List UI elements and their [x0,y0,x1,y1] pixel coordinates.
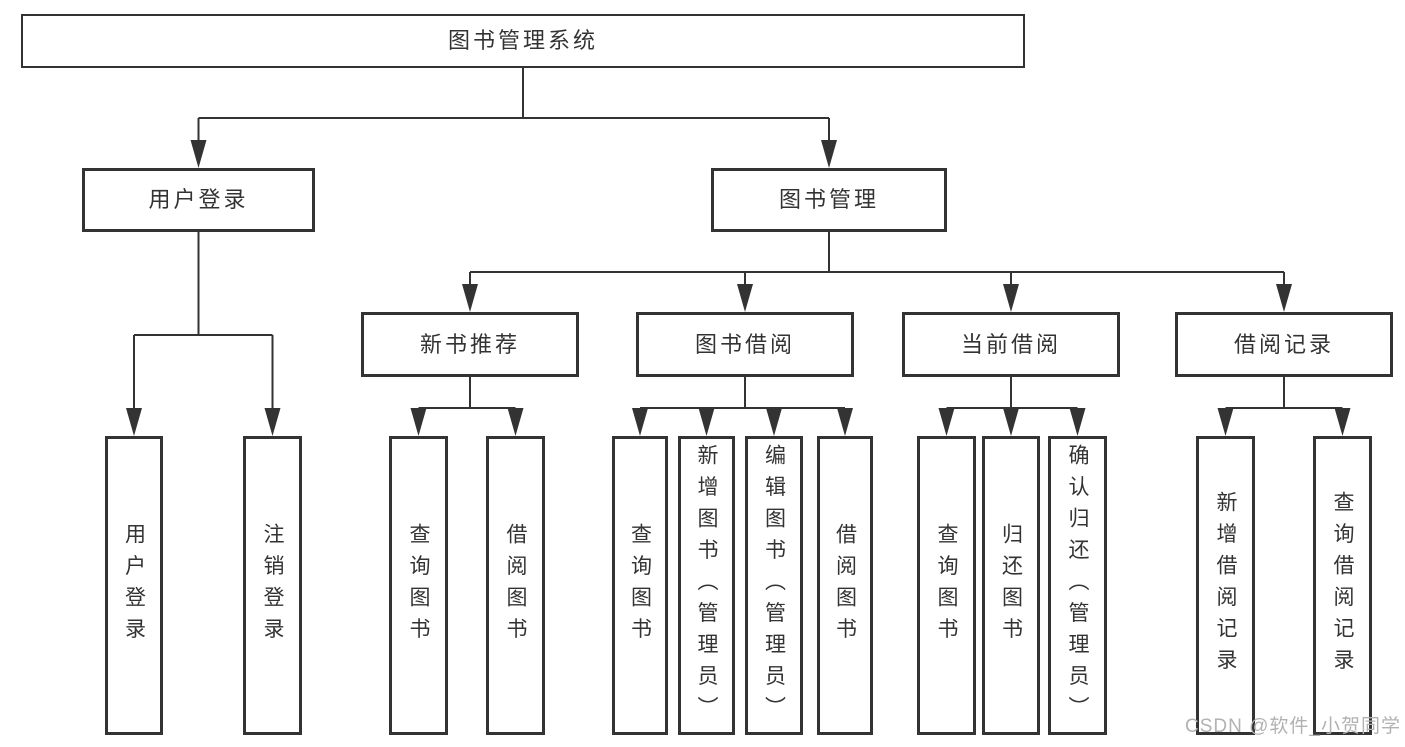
node-leaf-query-record: 查询借阅记录 [1313,436,1372,735]
node-leaf-user-login: 用户登录 [105,436,163,735]
arrowhead-icon [821,140,837,168]
node-label-book-borrowing: 图书借阅 [694,331,795,357]
node-leaf-query-books-1: 查询图书 [389,436,448,735]
node-label-leaf-borrow-books-2: 借阅图书 [833,522,857,649]
node-label-new-book-recommend: 新书推荐 [419,331,520,357]
arrowhead-icon [1334,408,1351,436]
arrowhead-icon [1003,408,1019,436]
node-label-leaf-user-login: 用户登录 [122,522,146,649]
node-label-leaf-edit-books: 编辑图书（管理员） [762,443,786,728]
node-label-leaf-logout: 注销登录 [261,522,284,649]
arrowhead-icon [632,408,648,436]
node-root: 图书管理系统 [21,14,1025,68]
node-label-leaf-query-books-2: 查询图书 [628,522,652,649]
node-label-leaf-return-books: 归还图书 [999,522,1023,649]
node-leaf-query-books-3: 查询图书 [917,436,976,735]
node-label-book-management: 图书管理 [778,187,879,212]
node-leaf-borrow-books-2: 借阅图书 [817,436,873,735]
node-label-leaf-query-books-3: 查询图书 [935,522,958,649]
node-borrowing-records: 借阅记录 [1175,312,1393,377]
node-new-book-recommend: 新书推荐 [361,312,579,377]
node-leaf-add-books: 新增图书（管理员） [678,436,735,735]
node-leaf-return-books: 归还图书 [982,436,1040,735]
arrowhead-icon [1069,408,1086,436]
node-label-leaf-borrow-books-1: 借阅图书 [504,522,527,649]
node-label-borrowing-records: 借阅记录 [1233,331,1334,357]
node-current-borrowing: 当前借阅 [902,312,1120,377]
node-label-current-borrowing: 当前借阅 [960,331,1061,357]
arrowhead-icon [837,408,853,436]
node-label-leaf-query-record: 查询借阅记录 [1331,491,1354,680]
arrowhead-icon [1217,408,1234,436]
node-book-management: 图书管理 [711,168,947,232]
arrowhead-icon [410,408,427,436]
node-leaf-logout: 注销登录 [243,436,302,735]
node-label-leaf-query-books-1: 查询图书 [407,522,430,649]
node-leaf-borrow-books-1: 借阅图书 [486,436,545,735]
node-leaf-confirm-return: 确认归还（管理员） [1048,436,1107,735]
arrowhead-icon [1003,284,1019,312]
node-leaf-query-books-2: 查询图书 [612,436,668,735]
node-book-borrowing: 图书借阅 [636,312,854,377]
arrowhead-icon [737,284,753,312]
node-user-login-branch: 用户登录 [82,168,315,232]
node-label-leaf-confirm-return: 确认归还（管理员） [1066,443,1089,728]
arrowhead-icon [190,140,207,168]
node-leaf-edit-books: 编辑图书（管理员） [745,436,803,735]
node-label-leaf-add-record: 新增借阅记录 [1214,491,1237,680]
arrowhead-icon [507,408,524,436]
node-leaf-add-record: 新增借阅记录 [1196,436,1255,735]
arrowhead-icon [126,408,142,436]
arrowhead-icon [766,408,782,436]
node-label-root: 图书管理系统 [447,28,598,53]
node-label-leaf-add-books: 新增图书（管理员） [695,443,718,728]
node-label-user-login-branch: 用户登录 [148,187,249,212]
arrowhead-icon [264,408,281,436]
csdn-watermark: CSDN @软件_小贺同学 [1185,716,1401,737]
arrowhead-icon [462,284,478,312]
arrowhead-icon [1276,284,1292,312]
arrowhead-icon [698,408,715,436]
arrowhead-icon [938,408,955,436]
